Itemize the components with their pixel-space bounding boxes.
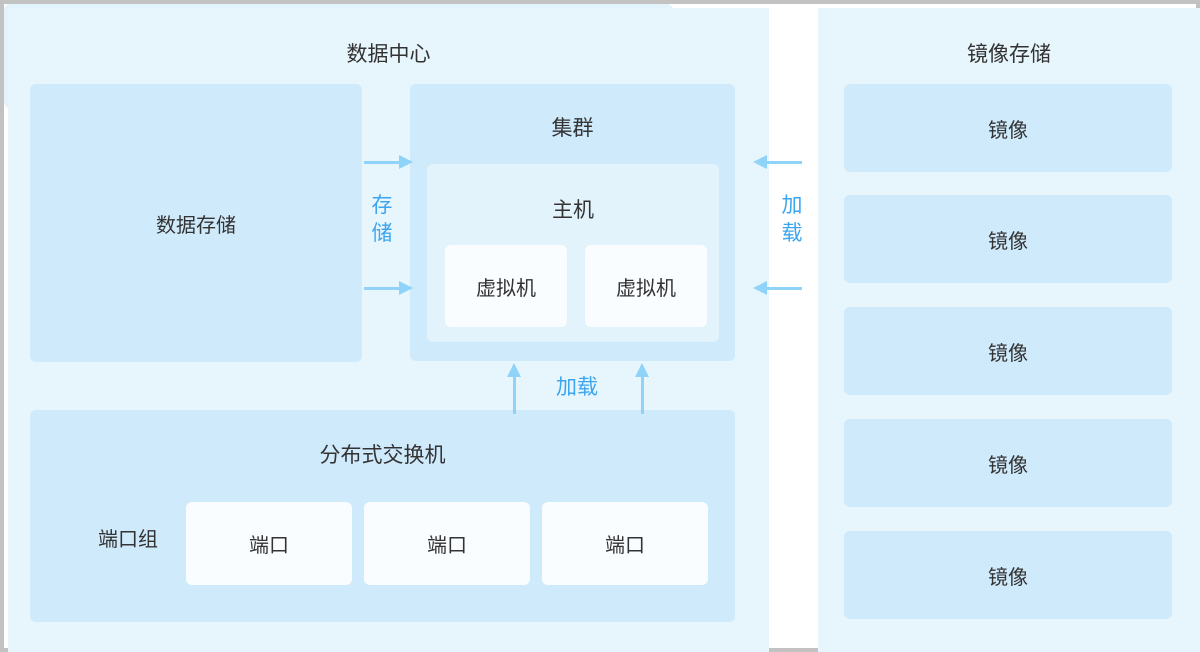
image-box[interactable]: 镜像 [844,84,1172,172]
port-box[interactable]: 端口 [186,502,352,585]
load-arrow-label-char-2: 载 [781,222,803,246]
virtual-machine-label: 虚拟机 [476,277,536,300]
storage-arrow-bottom-icon [364,281,413,295]
virtual-machine-box[interactable]: 虚拟机 [585,245,707,327]
load-arrow-top-icon [753,155,802,169]
data-center-title: 数据中心 [346,43,431,66]
port-label: 端口 [249,535,289,557]
load-arrow-bottom-icon [753,281,802,295]
port-box[interactable]: 端口 [364,502,530,585]
port-group-label: 端口组 [98,528,158,551]
image-box[interactable]: 镜像 [844,531,1172,619]
image-label: 镜像 [988,566,1028,589]
image-box[interactable]: 镜像 [844,419,1172,507]
data-storage-box[interactable]: 数据存储 [30,84,362,362]
distributed-switch-label: 分布式交换机 [319,444,446,467]
port-label: 端口 [605,535,645,557]
storage-arrow-label-char-1: 存 [371,194,393,217]
load-arrow-bottom-label: 加载 [556,376,598,399]
load-arrow-up-left-icon [507,363,521,414]
image-label: 镜像 [988,454,1028,477]
data-storage-label: 数据存储 [156,214,236,237]
load-arrow-right-label: 加 载 [779,192,805,249]
load-arrow-up-right-icon [635,363,649,414]
port-label: 端口 [427,535,467,557]
image-box[interactable]: 镜像 [844,307,1172,395]
cluster-label: 集群 [551,117,594,140]
host-label: 主机 [552,199,594,222]
virtual-machine-box[interactable]: 虚拟机 [445,245,567,327]
image-label: 镜像 [988,230,1028,253]
image-label: 镜像 [988,342,1028,365]
load-arrow-label-char-1: 加 [781,194,803,217]
storage-arrow-top-icon [364,155,413,169]
image-label: 镜像 [988,119,1028,142]
storage-arrow-label: 存 储 [369,192,395,249]
virtual-machine-label: 虚拟机 [616,277,676,300]
port-group-label-wrap: 端口组 [68,485,188,589]
image-storage-title: 镜像存储 [967,43,1051,66]
image-box[interactable]: 镜像 [844,195,1172,283]
storage-arrow-label-char-2: 储 [371,222,393,246]
port-box[interactable]: 端口 [542,502,708,585]
